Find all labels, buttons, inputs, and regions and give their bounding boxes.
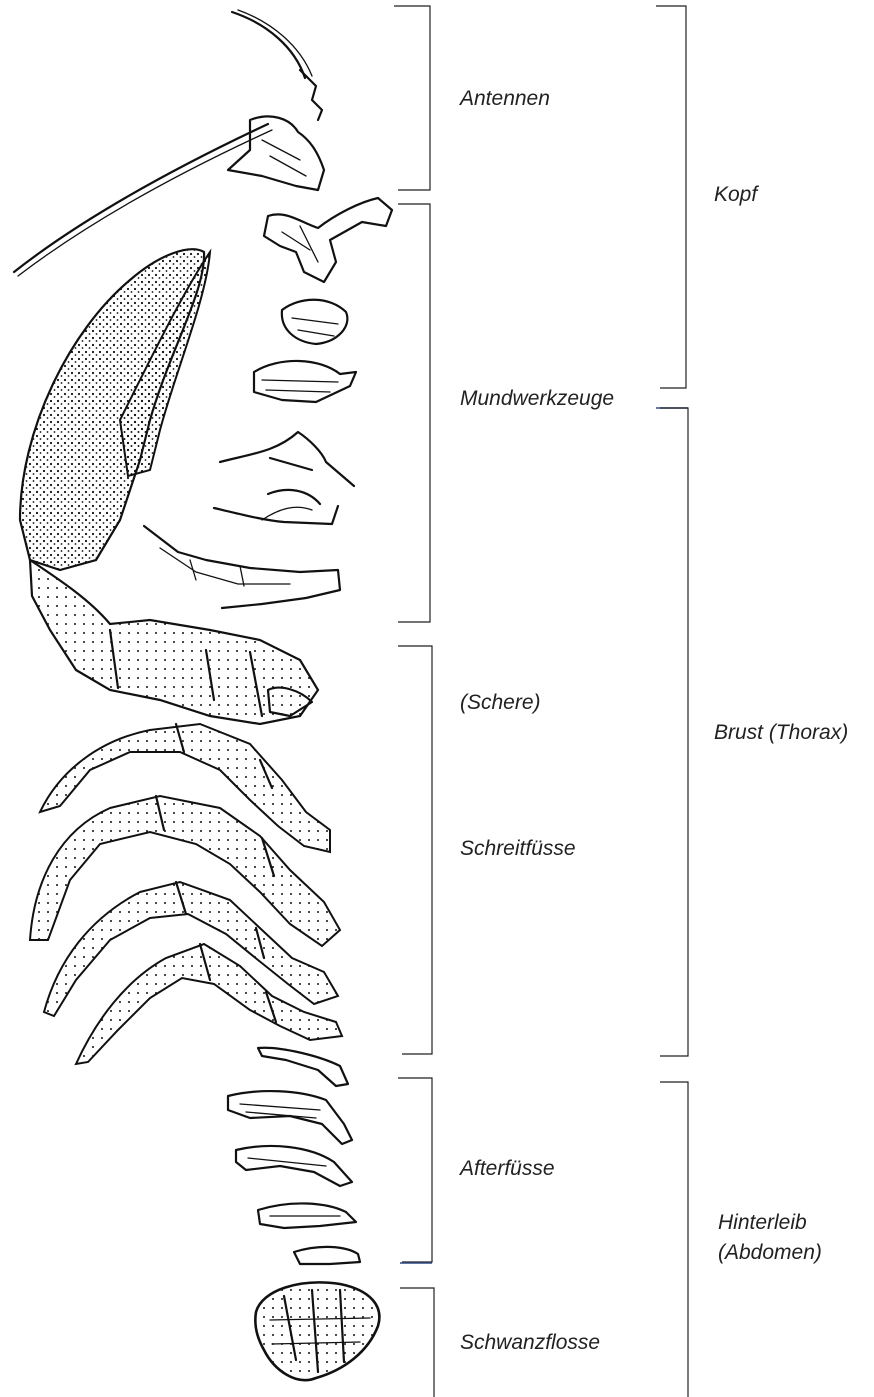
walking-legs-drawing xyxy=(30,724,342,1064)
claw-drawing xyxy=(20,249,318,724)
hinterleib-bracket xyxy=(660,1082,688,1397)
kopf-bracket xyxy=(656,6,686,388)
antennen-bracket xyxy=(394,6,430,190)
label-afterfuesse: Afterfüsse xyxy=(460,1156,555,1181)
mundwerkzeuge-bracket xyxy=(398,204,430,622)
label-schwanzflosse: Schwanzflosse xyxy=(460,1330,600,1355)
label-hinterleib: Hinterleib xyxy=(718,1210,807,1235)
antenna-drawing xyxy=(14,10,324,276)
schreitfuesse-bracket xyxy=(398,646,432,1054)
label-mundwerkzeuge: Mundwerkzeuge xyxy=(460,386,614,411)
label-antennen: Antennen xyxy=(460,86,550,111)
swimmerets-drawing xyxy=(228,1048,360,1264)
label-brust-thorax: Brust (Thorax) xyxy=(714,720,848,745)
label-schreitfuesse: Schreitfüsse xyxy=(460,836,576,861)
brust-bracket xyxy=(660,408,688,1056)
label-kopf: Kopf xyxy=(714,182,757,207)
label-schere: (Schere) xyxy=(460,690,541,715)
afterfuesse-bracket xyxy=(398,1078,432,1262)
label-abdomen: (Abdomen) xyxy=(718,1240,822,1265)
tail-fan-drawing xyxy=(255,1282,379,1380)
schwanzflosse-bracket xyxy=(400,1288,434,1397)
